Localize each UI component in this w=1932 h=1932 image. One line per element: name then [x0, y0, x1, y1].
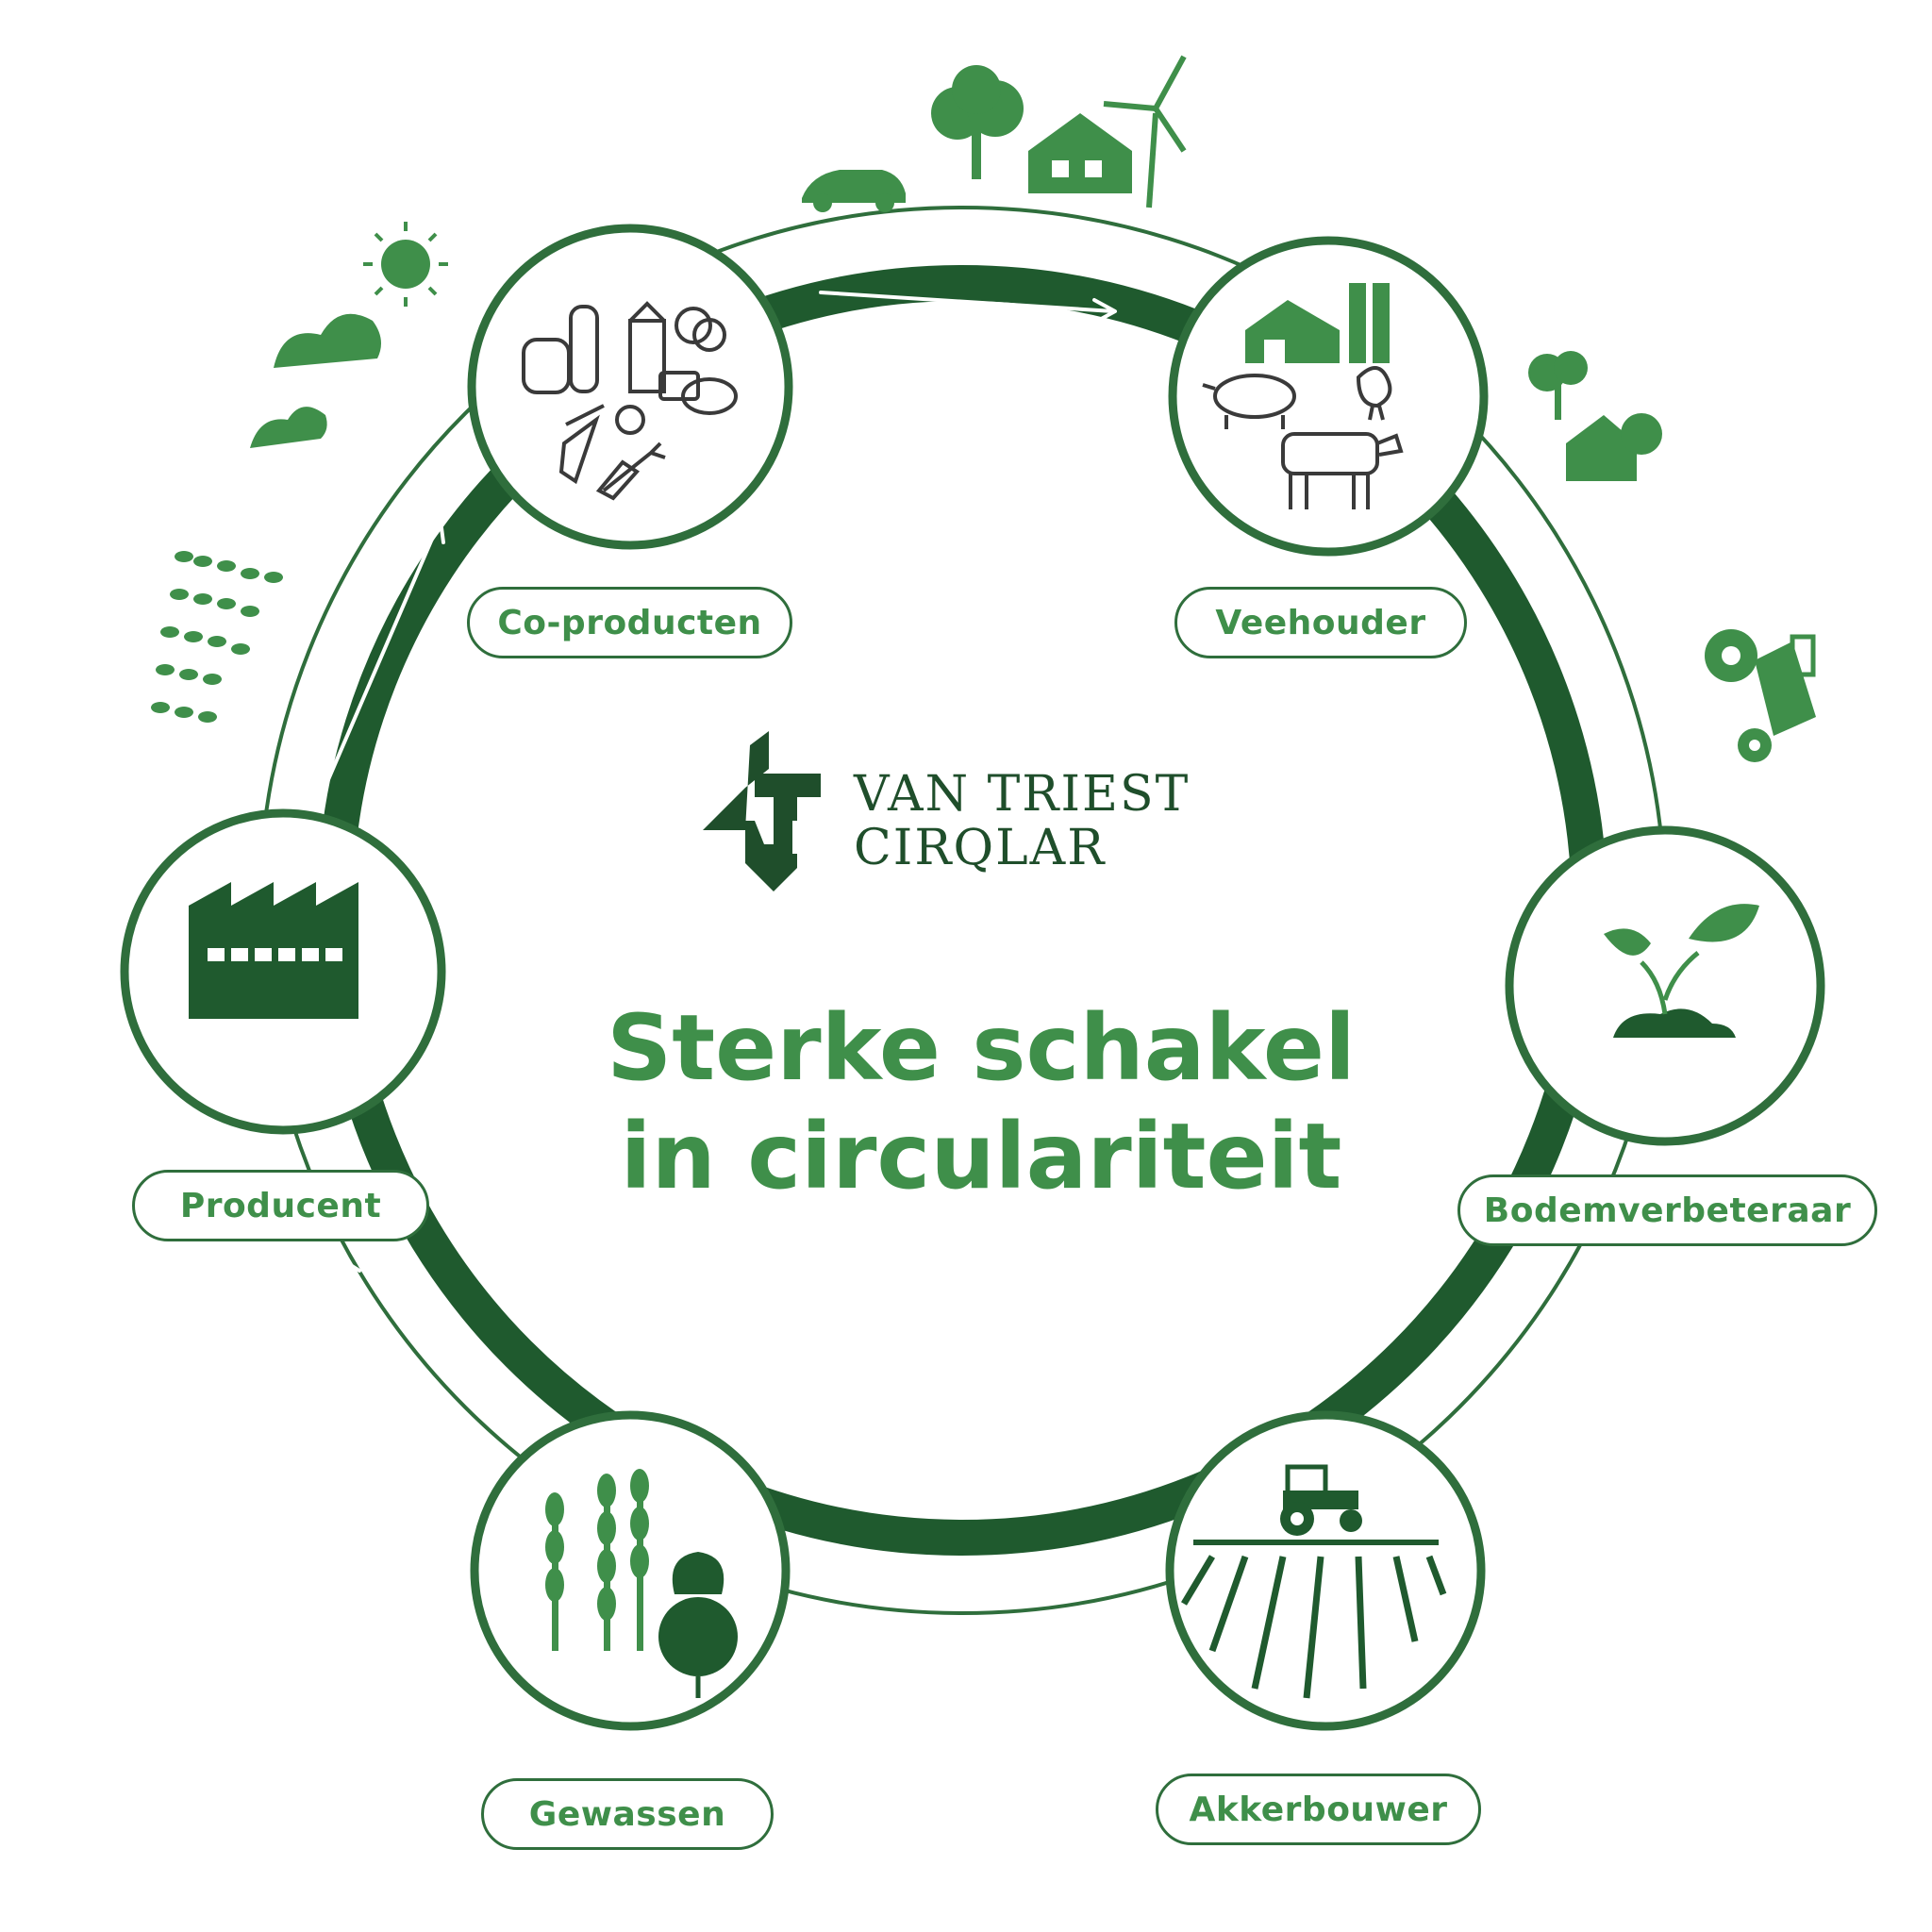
- wheat-sprig-icon: [151, 551, 283, 723]
- livestock-farm-icon: [1202, 283, 1404, 509]
- tractor-icon: [1705, 629, 1816, 762]
- label-coproducten: Co-producten: [467, 587, 792, 658]
- arrow-left-lower: [337, 1256, 450, 1436]
- sun-icon: [363, 222, 448, 307]
- label-bodemverbeteraar: Bodemverbeteraar: [1457, 1174, 1877, 1246]
- label-veehouder: Veehouder: [1174, 587, 1467, 658]
- node-gewassen: [470, 1410, 791, 1731]
- arrow-right-lower: [1491, 1257, 1606, 1442]
- arrow-bottom: [831, 1614, 1087, 1643]
- node-akkerbouwer: [1165, 1410, 1486, 1731]
- van-triest-logo-mark: [703, 731, 821, 891]
- house-icon: [1028, 113, 1132, 193]
- car-icon: [802, 170, 906, 212]
- food-products-icon: [522, 301, 738, 501]
- seedling-soil-icon: [1604, 904, 1759, 1038]
- crops-beet-icon: [545, 1469, 738, 1698]
- label-akkerbouwer: Akkerbouwer: [1156, 1774, 1481, 1845]
- arrow-top: [819, 291, 1117, 325]
- tree-icon: [931, 65, 1024, 179]
- label-producent: Producent: [132, 1170, 429, 1241]
- headline-line-2: in circulariteit: [620, 1104, 1342, 1209]
- cloud-icon: [250, 313, 381, 448]
- wind-turbine-icon: [1103, 55, 1187, 208]
- brand-line-2: CIRQLAR: [854, 820, 1107, 876]
- arrow-right-upper: [1507, 526, 1632, 758]
- label-gewassen: Gewassen: [481, 1778, 774, 1850]
- tree-house-icon: [1528, 351, 1662, 481]
- brand-line-1: VAN TRIEST: [854, 766, 1191, 823]
- node-veehouder: [1168, 236, 1489, 557]
- flow-arrows: [319, 291, 1632, 1643]
- node-bodemverbeteraar: [1505, 825, 1825, 1146]
- factory-icon: [189, 882, 358, 1019]
- headline-line-1: Sterke schakel: [607, 995, 1356, 1101]
- tractor-field-icon: [1180, 1464, 1447, 1699]
- arrow-left-upper: [319, 519, 445, 799]
